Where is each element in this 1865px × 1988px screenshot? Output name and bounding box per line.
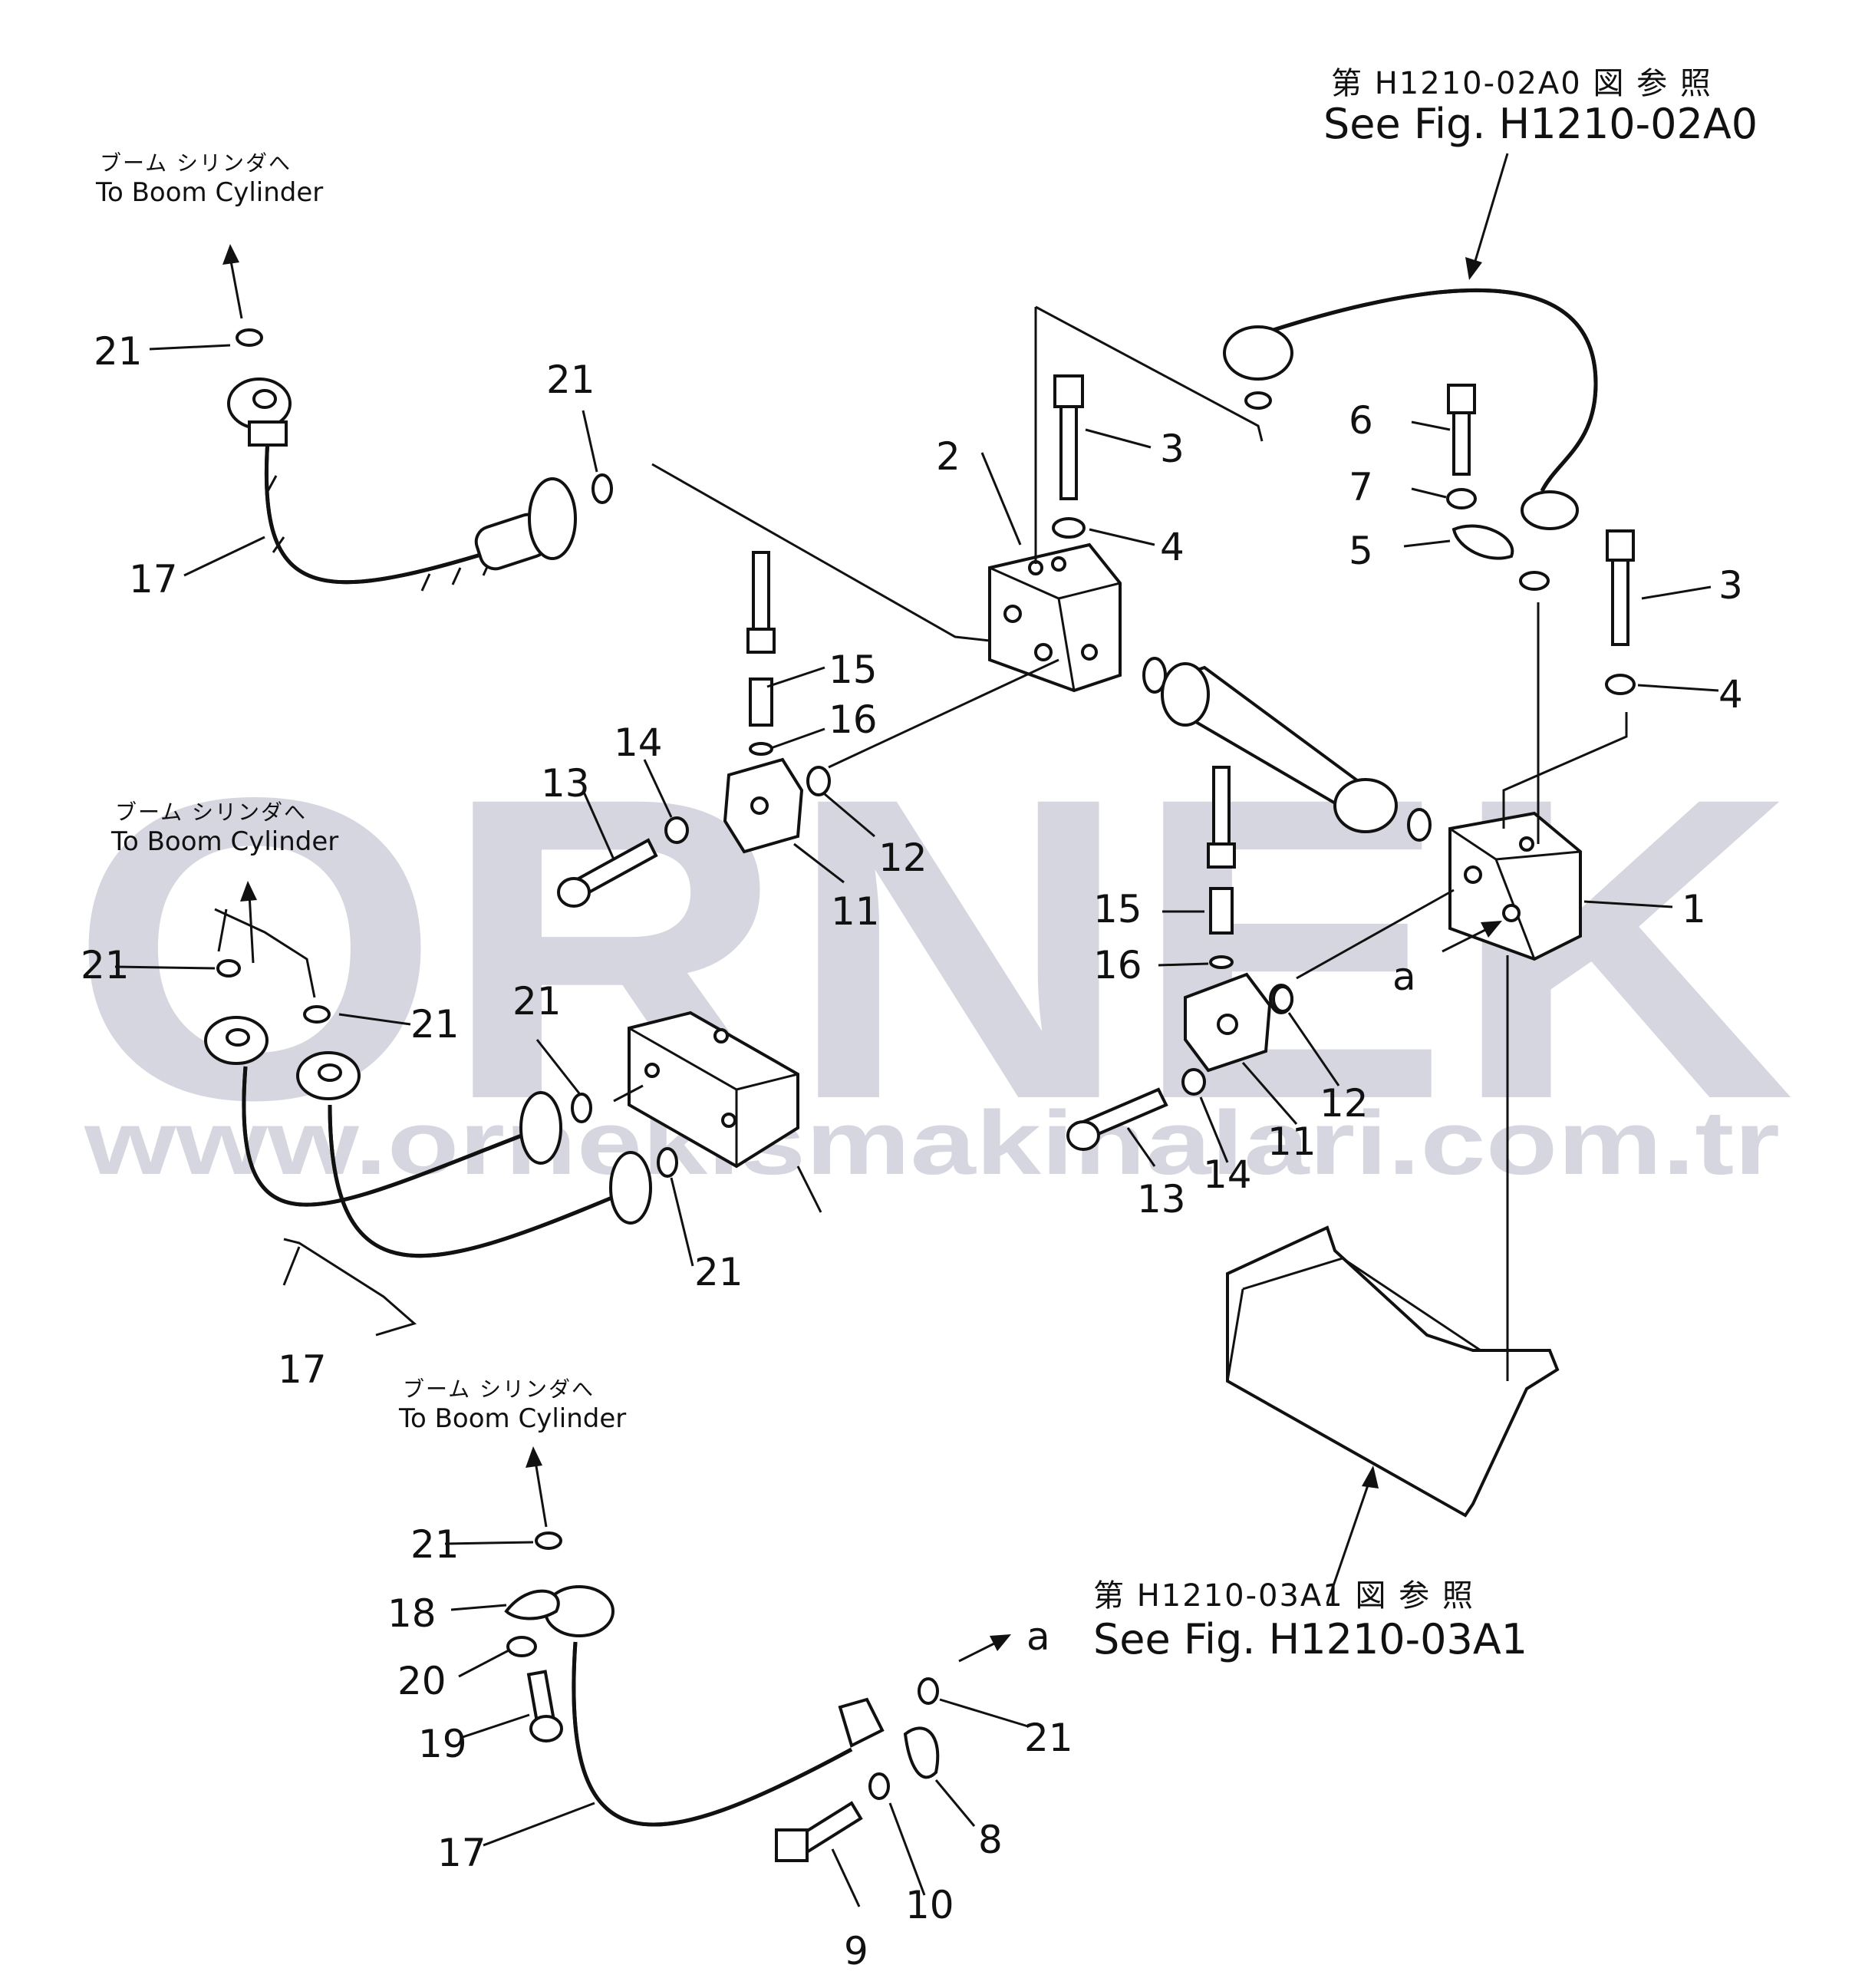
callout-3: 3 [1160,427,1185,471]
callout-21: 21 [410,1522,460,1567]
hose-assembly-top-left [227,377,577,592]
callout-4: 4 [1718,672,1743,717]
callout-18: 18 [387,1591,437,1636]
fitting-group-left [557,551,831,908]
watermark-url: www.ornekismakinalari.com.tr [84,1093,1780,1194]
callout-12: 12 [1320,1081,1369,1126]
destination-top-left: ブーム シリンダへ To Boom Cylinder [95,150,323,208]
washer-top-hose [1244,391,1272,410]
callout-14: 14 [1203,1152,1252,1197]
o-rings [216,328,1293,1705]
callout-13: 13 [1137,1177,1186,1221]
callout-17: 17 [437,1831,486,1875]
split-flange-5 [1451,524,1514,560]
bolt-3-right [1606,529,1635,646]
callout-1: 1 [1682,887,1706,931]
callouts: 21 21 17 2 3 4 6 7 5 3 4 15 16 14 13 12 … [81,329,1743,1973]
callout-10: 10 [905,1883,954,1927]
callout-17: 17 [129,557,178,602]
callout-5: 5 [1349,529,1373,573]
arrow-down-icon [1465,257,1482,280]
callout-21: 21 [94,329,143,374]
arrow-up-icon [240,881,257,902]
hose-return-top [1223,288,1598,530]
callout-16: 16 [829,697,878,742]
callout-21: 21 [694,1250,743,1294]
arrow-right-icon [1481,921,1502,938]
callout-13: 13 [541,761,590,806]
destination-jp: ブーム シリンダへ [115,799,307,825]
reference-top: 第 H1210-02A0 図 参 照 See Fig. H1210-02A0 [1323,66,1758,148]
callout-11: 11 [1267,1119,1316,1164]
washer-4-right [1605,674,1636,695]
valve-block-2 [988,542,1122,693]
washer-top-mid [1519,571,1550,591]
leader-lines [114,305,1719,1907]
destination-en: To Boom Cylinder [110,826,338,857]
destination-en: To Boom Cylinder [398,1403,626,1434]
bolt-3-left [1053,374,1084,500]
reference-bottom-en: See Fig. H1210-03A1 [1093,1615,1527,1663]
callout-15: 15 [1093,887,1142,931]
hose-flange [528,477,577,560]
callout-21: 21 [1024,1716,1073,1760]
connecting-pipe [1142,657,1432,842]
callout-21: 21 [81,943,130,987]
reference-top-en: See Fig. H1210-02A0 [1323,100,1758,148]
callout-8: 8 [978,1818,1003,1862]
callout-a: a [1026,1614,1050,1659]
washer-4-left [1052,517,1086,539]
reference-bottom: 第 H1210-03A1 図 参 照 See Fig. H1210-03A1 [1093,1578,1527,1663]
callout-a: a [1392,954,1416,999]
reference-bottom-jp: 第 H1210-03A1 図 参 照 [1093,1578,1475,1614]
callout-19: 19 [418,1722,467,1766]
callout-20: 20 [397,1659,446,1703]
callout-17: 17 [278,1347,327,1392]
destination-jp: ブーム シリンダへ [100,150,292,176]
callout-15: 15 [829,648,878,692]
arrow-up-icon [222,244,239,265]
callout-4: 4 [1160,525,1185,569]
arrows [222,153,1509,1663]
arrow-up-icon [1362,1465,1379,1489]
callout-21: 21 [410,1002,460,1047]
washer-7 [1446,488,1477,509]
callout-9: 9 [844,1929,868,1973]
arrow-right-icon [990,1634,1011,1651]
destination-bottom: ブーム シリンダへ To Boom Cylinder [398,1376,626,1434]
hose-assembly-middle [204,1010,799,1258]
split-flange-18 [504,1589,560,1620]
destination-jp: ブーム シリンダへ [403,1376,595,1402]
bolt-6 [1447,384,1476,476]
callout-12: 12 [878,836,928,880]
callout-3: 3 [1718,563,1743,608]
callout-2: 2 [936,434,961,479]
arrow-up-icon [526,1446,542,1468]
destination-en: To Boom Cylinder [95,177,323,208]
callout-11: 11 [831,889,880,934]
callout-16: 16 [1093,943,1142,987]
bracket [1226,1225,1560,1518]
callout-6: 6 [1349,398,1373,443]
reference-top-jp: 第 H1210-02A0 図 参 照 [1331,66,1712,101]
destination-middle-left: ブーム シリンダへ To Boom Cylinder [110,799,338,857]
callout-21: 21 [546,358,595,402]
callout-21: 21 [512,979,562,1024]
hose-assembly-bottom [504,1585,940,1862]
callout-14: 14 [614,720,663,765]
hose-flange [1223,325,1293,381]
split-flange-8 [903,1726,940,1779]
callout-7: 7 [1349,465,1373,509]
